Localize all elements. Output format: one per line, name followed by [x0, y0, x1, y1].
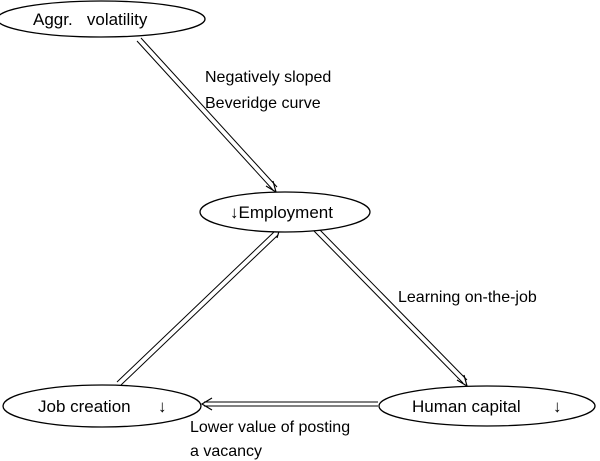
node-label: ↓Employment [230, 203, 333, 222]
edge-employment-to-human-capital [313, 227, 468, 388]
edge-volatility-to-employment [136, 37, 278, 194]
edge-job-creation-to-employment [116, 227, 281, 386]
arrowhead-icon [265, 180, 277, 194]
node-label: Human capital [412, 397, 521, 416]
node-label: Aggr. volatility [33, 10, 148, 29]
down-arrow-icon: ↓ [553, 397, 562, 416]
edge-label: Negatively sloped [205, 69, 331, 86]
arrowhead-icon [200, 397, 213, 411]
node-job-creation: Job creation ↓ [2, 384, 202, 428]
edge-label: a vacancy [190, 443, 262, 460]
arrowhead-icon [456, 374, 468, 388]
node-employment: ↓Employment [199, 191, 371, 233]
edge-human-capital-to-job-creation [200, 397, 378, 411]
node-aggr-volatility: Aggr. volatility [0, 0, 206, 38]
node-human-capital: Human capital ↓ [378, 385, 596, 427]
down-arrow-icon: ↓ [158, 397, 167, 416]
edge-label: Learning on-the-job [398, 289, 537, 306]
node-label: Job creation [38, 397, 131, 416]
edge-label: Lower value of posting [190, 419, 350, 436]
edge-label: Beveridge curve [205, 95, 321, 112]
